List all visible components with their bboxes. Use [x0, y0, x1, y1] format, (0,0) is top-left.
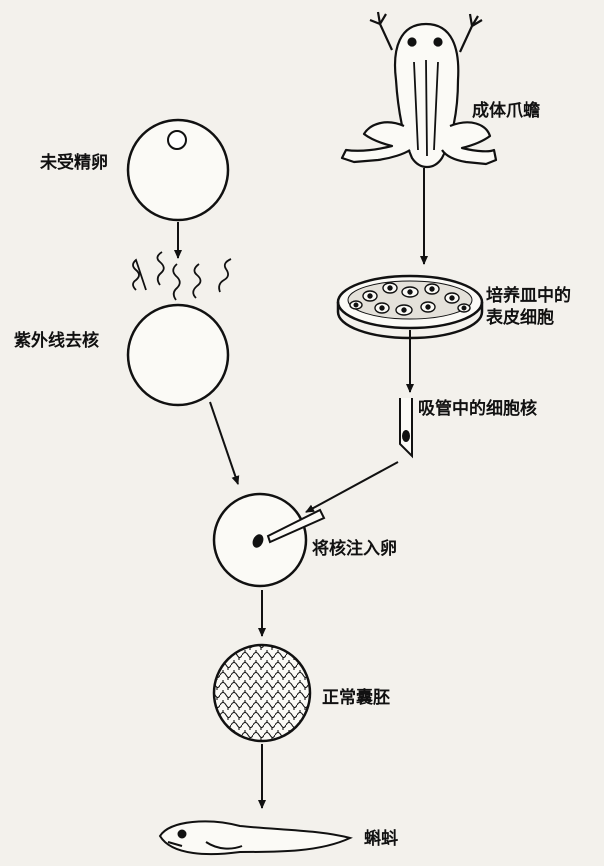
label-normal-blastula: 正常囊胚: [322, 688, 390, 708]
frog-drawing: [340, 11, 498, 169]
arrow-pipette-to-injection: [305, 461, 399, 513]
label-culture-cells: 培养皿中的 表皮细胞: [486, 285, 571, 329]
label-adult-frog: 成体爪蟾: [472, 101, 540, 121]
unfertilized-egg: [126, 118, 230, 222]
egg-nucleus: [167, 130, 187, 150]
blastula: [212, 643, 312, 743]
petri-dish: [336, 274, 484, 340]
pipette-nucleus: [402, 430, 410, 442]
pipette: [399, 398, 413, 459]
label-pipette-nucleus: 吸管中的细胞核: [418, 399, 537, 419]
injected-nucleus: [252, 534, 264, 548]
label-culture-cells-line2: 表皮细胞: [486, 308, 554, 328]
label-unfertilized-egg: 未受精卵: [40, 153, 108, 173]
epidermal-cells: [349, 282, 471, 316]
uv-rays: [132, 251, 232, 301]
label-tadpole: 蝌蚪: [364, 829, 398, 849]
tadpole: [158, 820, 353, 856]
arrow-uv-to-injection: [209, 401, 240, 485]
label-uv-enucleation: 紫外线去核: [14, 331, 99, 351]
injection-egg: [212, 492, 326, 588]
label-culture-cells-line1: 培养皿中的: [486, 286, 571, 306]
enucleated-egg: [126, 303, 230, 407]
label-inject-nucleus: 将核注入卵: [312, 539, 397, 559]
injection-needle: [266, 508, 326, 544]
